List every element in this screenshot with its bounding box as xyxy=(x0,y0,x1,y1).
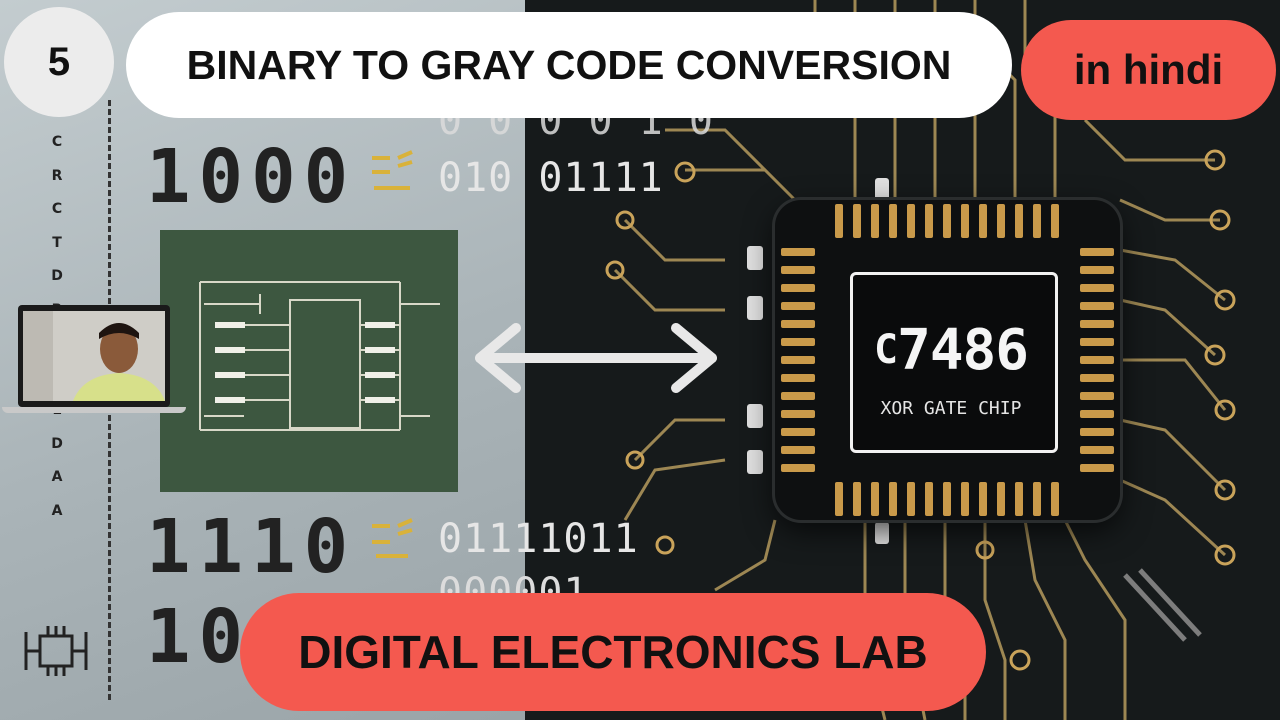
presenter-laptop xyxy=(18,305,170,407)
binary-mid-top: 010 01111 xyxy=(438,155,664,201)
chip-prefix: C xyxy=(874,327,898,373)
side-letter: A xyxy=(51,502,63,519)
yellow-mark-top xyxy=(368,148,418,204)
side-letter: D xyxy=(51,435,63,452)
chip-model: 7486 xyxy=(897,318,1029,383)
binary-number-top: 1000 xyxy=(146,134,357,220)
side-letter: C xyxy=(51,201,63,217)
video-title: BINARY TO GRAY CODE CONVERSION xyxy=(126,12,1012,118)
chip-logo-icon xyxy=(24,626,88,676)
presenter-avatar xyxy=(23,311,165,401)
side-letter: R xyxy=(51,167,63,184)
laptop-base xyxy=(2,407,186,413)
binary-number-bottom-2: 10 xyxy=(146,594,252,680)
yellow-tally-icon xyxy=(372,518,413,558)
chip-pins xyxy=(781,204,1114,516)
side-letter: T xyxy=(52,234,62,251)
presenter-webcam xyxy=(23,311,165,401)
circuit-diagram-board xyxy=(160,230,458,492)
side-letter: D xyxy=(51,268,63,284)
episode-number-badge: 5 xyxy=(4,7,114,117)
chip-label-box xyxy=(850,272,1058,453)
language-badge: in hindi xyxy=(1021,20,1276,120)
subject-banner: DIGITAL ELECTRONICS LAB xyxy=(240,593,986,711)
yellow-tally-icon xyxy=(372,150,413,190)
side-letter: A xyxy=(51,469,63,485)
side-letter: C xyxy=(51,134,63,150)
binary-mid-bottom: 01111011 xyxy=(438,516,639,562)
chip-model-number: C7486 xyxy=(852,318,1050,383)
yellow-mark-bottom xyxy=(368,516,418,572)
bidirectional-arrow-icon xyxy=(475,323,717,393)
chip-caption: XOR GATE CHIP xyxy=(880,398,1022,419)
binary-number-bottom: 1110 xyxy=(146,504,357,590)
circuit-sketch-icon xyxy=(199,281,440,431)
